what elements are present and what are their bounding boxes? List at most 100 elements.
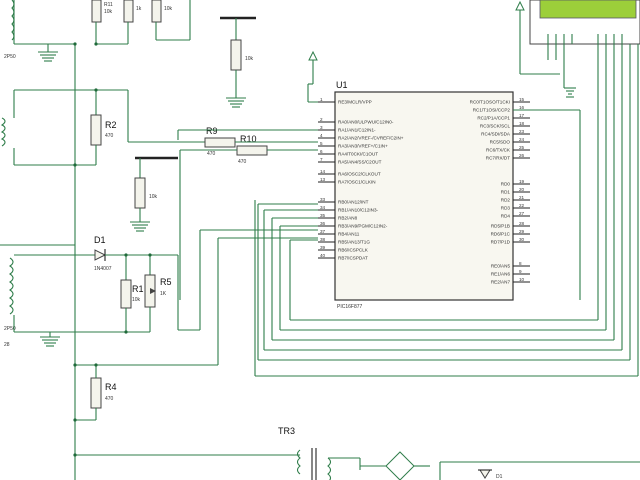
- u1-left-pin-name: RB1/AN10/C12IN3-: [338, 208, 379, 213]
- u1-left-pin-number: 2: [320, 117, 323, 122]
- diode-d1-value: 1N4007: [94, 266, 112, 272]
- diode-bottom: [479, 469, 491, 479]
- u1-left-pin-name: RA3/AN3/VREF+/C1IN+: [338, 144, 388, 149]
- resistor-top-2: [123, 0, 134, 23]
- inductor-left: [0, 117, 6, 147]
- ground-symbol-3: [130, 221, 150, 232]
- u1-left-pin-name: RA7/OSC1/CLKIN: [338, 180, 376, 185]
- u1-right-pin-name: RC1/T1OSI/CCP2: [473, 108, 511, 113]
- top-left-section: 2P50 R11 10k 1k 10k 10k: [4, 0, 256, 480]
- u1-right-pin-number: 19: [519, 179, 525, 184]
- resistor-r4-value: 470: [105, 396, 114, 402]
- u1-right-pin-name: RD2: [501, 198, 511, 203]
- u1-right-pin-number: 21: [519, 195, 525, 200]
- ground-symbol-1: [38, 44, 58, 62]
- u1-left-pins: 1RE3/MCLR/VPP2RA0/AN0/ULPWU/C12IN0-3RA1/…: [318, 97, 404, 261]
- potentiometer-wiper: [150, 288, 156, 294]
- u1-left-pin-name: RB2/AN8: [338, 216, 358, 221]
- transformer-tr3-primary: [296, 449, 301, 475]
- u1-right-pin-name: RC7/RX/DT: [486, 156, 510, 161]
- resistor-top-1-value: 10k: [104, 9, 113, 15]
- u1-right-pin-name: RC2/P1A/CCP1: [477, 116, 510, 121]
- u1-left-pin-number: 5: [320, 141, 323, 146]
- u1-left-pin-name: RE3/MCLR/VPP: [338, 100, 372, 105]
- u1-right-pin-number: 23: [519, 129, 525, 134]
- transformer-tr3-ref: TR3: [278, 426, 295, 436]
- resistor-r9-ref: R9: [206, 126, 218, 136]
- u1-left-pin-name: RB5/AN13/T1G: [338, 240, 370, 245]
- resistor-r4: [90, 377, 102, 409]
- u1-left-pin-number: 14: [320, 169, 326, 174]
- u1-right-pin-name: RD6/P1C: [491, 232, 511, 237]
- diode-bottom-ref: D1: [496, 474, 503, 480]
- resistor-r9: [204, 137, 236, 148]
- u1-right-pin-number: 9: [519, 269, 522, 274]
- u1-ref: U1: [336, 80, 348, 90]
- u1-left-pin-name: RB4/AN11: [338, 232, 360, 237]
- u1-left-pin-number: 39: [320, 245, 326, 250]
- u1-right-pin-number: 22: [519, 203, 525, 208]
- u1-left-pin-name: RA5/AN4/SS/C2OUT: [338, 160, 382, 165]
- u1-right-pin-number: 16: [519, 105, 525, 110]
- resistor-top-3: [151, 0, 162, 23]
- u1-right-pin-name: RD1: [501, 190, 511, 195]
- junction-dots: [73, 42, 152, 457]
- u1-right-pin-number: 24: [519, 137, 525, 142]
- u1-right-pin-number: 18: [519, 121, 525, 126]
- u1-left-pin-name: RB3/AN9/PGM/C12IN2-: [338, 224, 388, 229]
- u1-left-pin-name: RA0/AN0/ULPWU/C12IN0-: [338, 120, 394, 125]
- resistor-r10-value: 470: [238, 159, 247, 165]
- resistor-r10: [236, 145, 268, 156]
- potentiometer-r5-ref: R5: [160, 277, 172, 287]
- u1-right-pin-name: RD0: [501, 182, 511, 187]
- resistor-r1-ref: R1: [132, 284, 144, 294]
- u1-right-pin-number: 25: [519, 145, 525, 150]
- resistor-r9-value: 470: [207, 151, 216, 157]
- u1-left-pin-number: 33: [320, 197, 326, 202]
- u1-right-pin-name: RD3: [501, 206, 511, 211]
- resistor-top-2-value: 1k: [136, 6, 142, 12]
- u1-right-pin-name: RD7/P1D: [491, 240, 511, 245]
- u1-right-pin-name: RE0/AN5: [491, 264, 511, 269]
- left-middle-section: R2 470 R9 470 R10 470 10k: [0, 89, 318, 300]
- resistor-r2-value: 470: [105, 133, 114, 139]
- left-lower-section: 2P50 28 D1 1N4007 R1 10k R5 1K: [0, 229, 318, 421]
- lcd-pins: [547, 34, 623, 44]
- u1-right-pin-number: 27: [519, 211, 525, 216]
- right-section: [254, 0, 640, 377]
- ground-symbol-4: [40, 332, 60, 347]
- u1-left-pin-number: 36: [320, 221, 326, 226]
- u1-left-pin-name: RA2/AN2/VREF-/CVREF/C2IN+: [338, 136, 404, 141]
- u1-left-pin-number: 4: [320, 133, 323, 138]
- u1-right-pin-name: RC4/SDI/SDA: [481, 132, 511, 137]
- u1-left-pin-name: RB6/ICSPCLK: [338, 248, 369, 253]
- resistor-mid-top-value: 10k: [245, 56, 254, 62]
- u1-right-pin-number: 20: [519, 187, 525, 192]
- u1-right-pin-number: 15: [519, 97, 525, 102]
- u1-body: [334, 91, 514, 301]
- u1-left-pin-name: RA6/OSC2/CLKOUT: [338, 172, 381, 177]
- transformer-top-label: 2P50: [4, 54, 16, 60]
- u1-right-pin-name: RD5/P1B: [491, 224, 510, 229]
- u1-left-pin-number: 35: [320, 213, 326, 218]
- resistor-top-1-ref: R11: [104, 2, 113, 8]
- resistor-top-1: [91, 0, 102, 23]
- u1-left-pin-name: RB0/AN12/INT: [338, 200, 369, 205]
- u1-left-pin-number: 3: [320, 125, 323, 130]
- u1-right-pin-name: RE1/AN6: [491, 272, 511, 277]
- resistor-r4-ref: R4: [105, 382, 117, 392]
- u1-left-pin-number: 1: [320, 97, 323, 102]
- u1-right-pin-name: RD4: [501, 214, 511, 219]
- resistor-top-3-value: 10k: [164, 6, 173, 12]
- u1-left-pin-number: 13: [320, 177, 326, 182]
- bridge-rectifier: [385, 451, 415, 480]
- resistor-r10-ref: R10: [240, 134, 257, 144]
- u1-right-pin-number: 26: [519, 153, 525, 158]
- u1-left-pin-number: 40: [320, 253, 326, 258]
- u1-right-pin-name: RE2/AN7: [491, 280, 511, 285]
- u1-left-pin-number: 7: [320, 157, 323, 162]
- u1-right-pin-number: 28: [519, 221, 525, 226]
- u1-left-pin-number: 37: [320, 229, 326, 234]
- u1-right-pin-number: 8: [519, 261, 522, 266]
